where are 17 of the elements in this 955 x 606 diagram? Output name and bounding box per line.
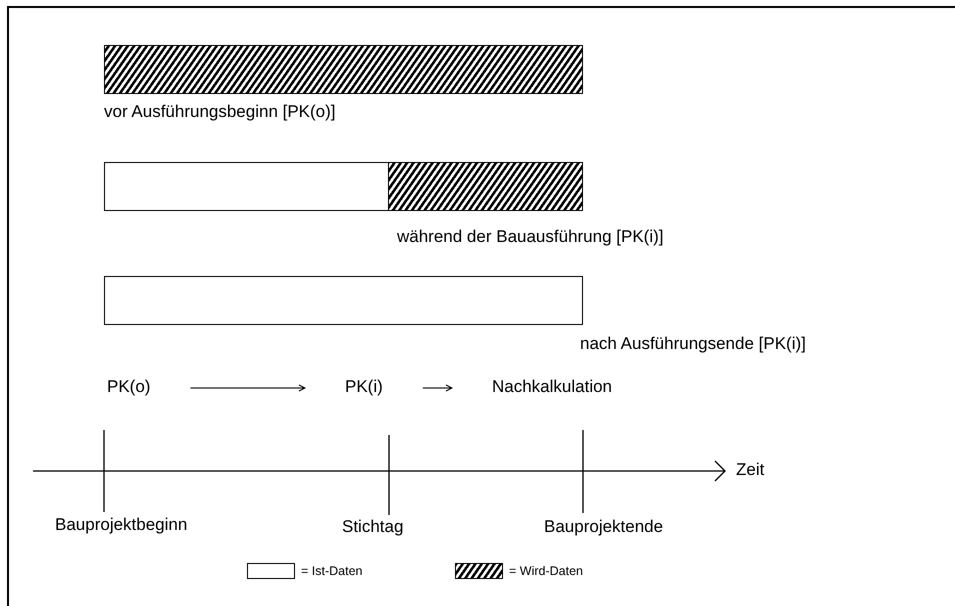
milestone-label: Stichtag	[342, 517, 404, 537]
legend-text: = Ist-Daten	[301, 564, 362, 578]
axis-label: Zeit	[736, 460, 764, 480]
arrow	[422, 384, 452, 392]
timeline-bar	[104, 276, 583, 325]
timeline-bar	[104, 162, 583, 211]
milestone-label: Bauprojektbeginn	[55, 515, 188, 535]
bar-caption: nach Ausführungsende [PK(i)]	[580, 334, 806, 354]
phase-label: Nachkalkulation	[492, 377, 612, 397]
phase-label: PK(i)	[345, 377, 383, 397]
phase-label: PK(o)	[107, 377, 150, 397]
timeline-bar	[104, 45, 583, 94]
arrow	[190, 384, 306, 392]
legend-text: = Wird-Daten	[509, 564, 583, 578]
bar-caption: vor Ausführungsbeginn [PK(o)]	[104, 102, 336, 122]
bar-caption: während der Bauausführung [PK(i)]	[397, 227, 664, 247]
milestone-label: Bauprojektende	[544, 517, 664, 537]
